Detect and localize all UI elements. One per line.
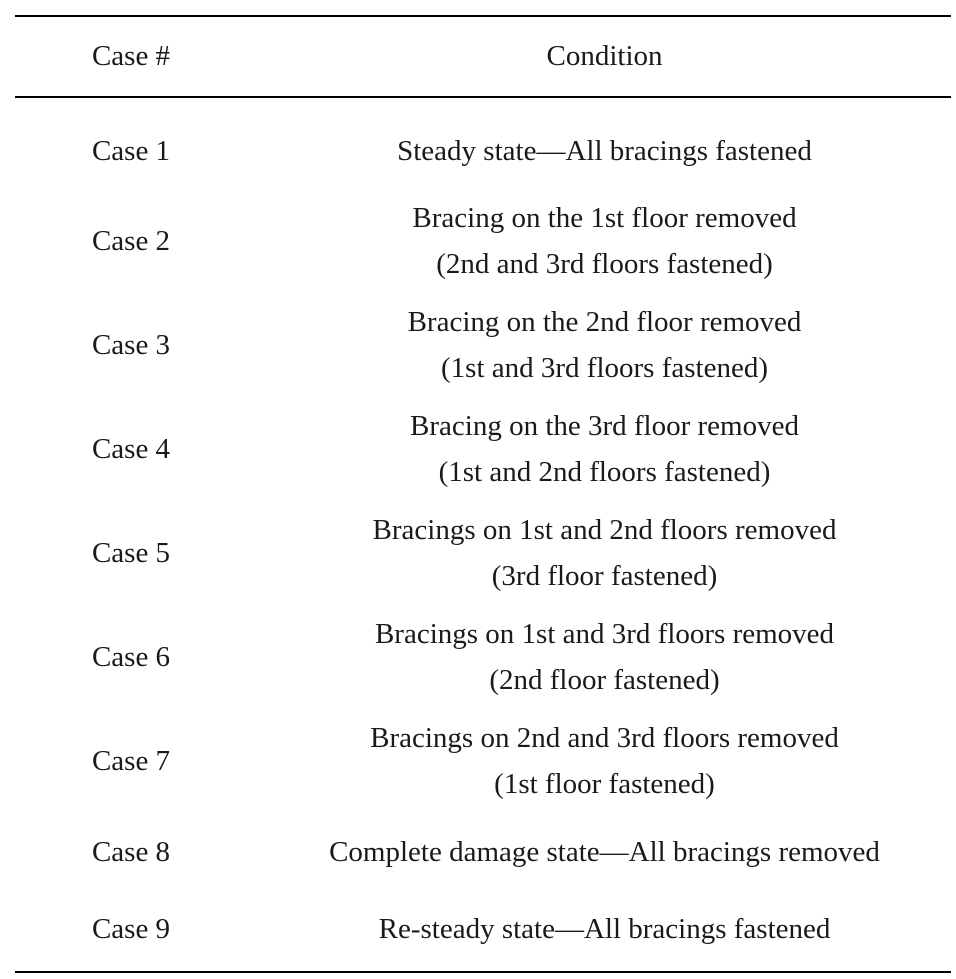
case-cell: Case 1 [91,134,171,167]
table-body: Case 1 Steady state—All bracings fastene… [15,98,951,971]
case-cell: Case 3 [91,329,171,361]
condition-cell: Re-steady state—All bracings fastened [250,906,951,952]
condition-line: (3rd floor fastened) [491,560,718,592]
condition-cell: Bracings on 1st and 2nd floors removed (… [250,507,951,599]
case-cell: Case 8 [91,835,171,868]
conditions-table: Case # Condition Case 1 Steady state—All… [15,15,951,973]
condition-line: Bracings on 1st and 3rd floors removed [374,618,835,650]
bottom-rule [15,971,951,973]
table-header-row: Case # Condition [15,17,951,96]
condition-line: (2nd and 3rd floors fastened) [436,248,773,280]
condition-cell: Bracings on 1st and 3rd floors removed (… [250,611,951,703]
table-row: Case 8 Complete damage state—All bracing… [15,813,951,890]
case-cell: Case 6 [91,641,171,673]
condition-cell: Bracing on the 2nd floor removed (1st an… [250,299,951,391]
header-rule [15,96,951,98]
condition-line: Bracings on 1st and 2nd floors removed [372,514,837,546]
table-row: Case 6 Bracings on 1st and 3rd floors re… [15,605,951,709]
table-row: Case 2 Bracing on the 1st floor removed … [15,189,951,293]
condition-line: Re-steady state—All bracings fastened [378,912,831,945]
condition-line: Bracings on 2nd and 3rd floors removed [370,722,839,754]
condition-cell: Steady state—All bracings fastened [250,128,951,174]
table-row: Case 4 Bracing on the 3rd floor removed … [15,397,951,501]
condition-line: (1st and 3rd floors fastened) [441,352,768,384]
case-cell: Case 4 [91,433,171,465]
condition-cell: Bracing on the 1st floor removed (2nd an… [250,195,951,287]
condition-line: Bracing on the 3rd floor removed [410,410,799,442]
table-row: Case 5 Bracings on 1st and 2nd floors re… [15,501,951,605]
condition-line: (1st floor fastened) [494,768,715,800]
table-row: Case 1 Steady state—All bracings fastene… [15,112,951,189]
case-cell: Case 5 [91,537,171,569]
case-cell: Case 9 [91,912,171,945]
case-cell: Case 2 [91,225,171,257]
condition-cell: Bracings on 2nd and 3rd floors removed (… [250,715,951,807]
condition-line: Bracing on the 2nd floor removed [407,306,802,338]
condition-line: Steady state—All bracings fastened [397,134,812,167]
header-case: Case # [91,40,171,72]
header-condition: Condition [546,40,663,72]
case-cell: Case 7 [91,745,171,777]
condition-cell: Complete damage state—All bracings remov… [250,829,951,875]
condition-line: Complete damage state—All bracings remov… [329,835,880,868]
condition-line: Bracing on the 1st floor removed [412,202,797,234]
table-row: Case 9 Re-steady state—All bracings fast… [15,890,951,967]
condition-line: (1st and 2nd floors fastened) [438,456,771,488]
table-row: Case 3 Bracing on the 2nd floor removed … [15,293,951,397]
condition-line: (2nd floor fastened) [489,664,720,696]
top-rule [15,15,951,17]
condition-cell: Bracing on the 3rd floor removed (1st an… [250,403,951,495]
table-row: Case 7 Bracings on 2nd and 3rd floors re… [15,709,951,813]
